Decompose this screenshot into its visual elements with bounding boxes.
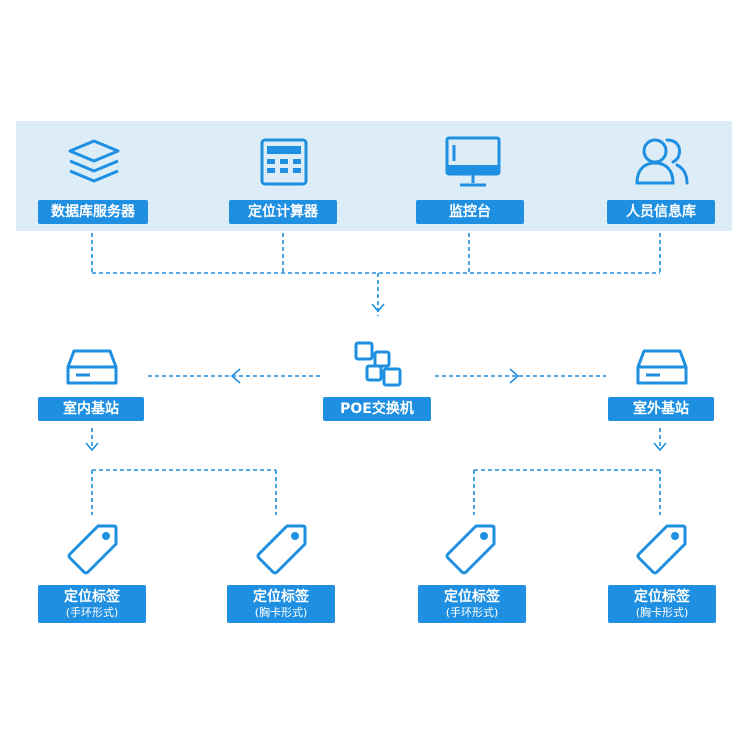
tag-icon [445,524,496,575]
tag-label-badge: 定位标签 (胸卡形式) [608,585,716,623]
users-icon [635,138,689,185]
tag-subtitle: (胸卡形式) [254,606,308,619]
monitor-label: 监控台 [416,200,524,224]
layers-icon [68,139,120,183]
base-station-icon [66,349,118,385]
tag-icon [636,524,687,575]
personnel-label: 人员信息库 [607,200,715,224]
tag-title: 定位标签 [64,589,120,605]
base-station-icon [636,349,688,385]
tag-title: 定位标签 [253,589,309,605]
db-server-label: 数据库服务器 [38,200,148,224]
tag-label-wristband: 定位标签 (手环形式) [38,585,146,623]
tag-subtitle: (胸卡形式) [635,606,689,619]
tag-subtitle: (手环形式) [445,606,499,619]
locator-label: 定位计算器 [229,200,337,224]
tag-subtitle: (手环形式) [65,606,119,619]
outdoor-station-label: 室外基站 [608,397,714,421]
calculator-icon [260,138,308,186]
tag-icon [67,524,118,575]
monitor-icon [445,136,501,187]
tag-label-badge: 定位标签 (胸卡形式) [227,585,335,623]
tag-icon [256,524,307,575]
switch-icon [354,341,402,387]
tag-label-wristband: 定位标签 (手环形式) [418,585,526,623]
poe-switch-label: POE交换机 [323,397,431,421]
indoor-station-label: 室内基站 [38,397,144,421]
tag-title: 定位标签 [634,589,690,605]
tag-title: 定位标签 [444,589,500,605]
